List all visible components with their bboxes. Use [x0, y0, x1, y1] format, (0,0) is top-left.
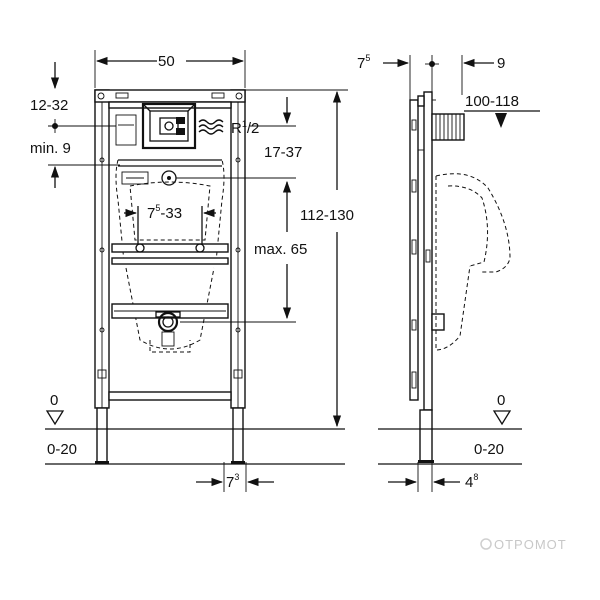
side-frame — [409, 91, 465, 463]
side-view: 75 9 — [357, 53, 540, 492]
thread-label: R1/2 — [231, 119, 259, 137]
watermark: OTPOMOT — [480, 537, 567, 552]
side-floor-range-label: 0-20 — [474, 441, 504, 458]
side-top-dimensions: 75 9 — [357, 53, 505, 100]
side-floor-zero-label: 0 — [497, 392, 505, 409]
valve-spacing-dimension: 75-33 — [124, 203, 216, 222]
front-view: 50 — [30, 50, 354, 492]
height-dimension: 112-130 — [300, 90, 354, 428]
valve-spacing-label: 75-33 — [147, 203, 182, 222]
front-floor: 0 0-20 — [45, 392, 345, 465]
side-depth-label: 100-118 — [465, 93, 519, 110]
side-depth-dimension: 100-118 — [464, 93, 540, 128]
frame-internals — [111, 159, 296, 347]
foot-label: 73 — [226, 472, 239, 491]
max-dimension: max. 65 — [254, 180, 307, 320]
side-left-label: 75 — [357, 53, 370, 72]
side-urinal-outline — [435, 173, 511, 351]
watermark-text: OTPOMOT — [494, 537, 567, 552]
side-foot-label: 48 — [465, 472, 478, 491]
side-foot-dimension: 48 — [388, 462, 478, 492]
floor-zero-label: 0 — [50, 392, 58, 409]
floor-range-label: 0-20 — [47, 441, 77, 458]
supply-offset-label: 17-37 — [264, 144, 302, 161]
min-label: min. 9 — [30, 140, 71, 157]
flush-valve-box — [115, 102, 197, 150]
urinal-outline — [115, 159, 225, 353]
mounting-frame — [94, 89, 246, 464]
width-dimension: 50 — [94, 50, 246, 88]
top-gap-label: 12-32 — [30, 97, 68, 114]
supply-offset-dimension: 17-37 — [230, 89, 348, 161]
thread-symbol: R1/2 — [198, 119, 259, 137]
top-gap-dimension: 12-32 min. 9 — [30, 62, 120, 188]
side-floor: 0 0-20 — [378, 392, 522, 465]
height-label: 112-130 — [300, 207, 354, 224]
foot-dimension: 73 — [196, 462, 274, 492]
max-label: max. 65 — [254, 241, 307, 258]
width-label: 50 — [158, 53, 175, 70]
side-right-label: 9 — [497, 55, 505, 72]
